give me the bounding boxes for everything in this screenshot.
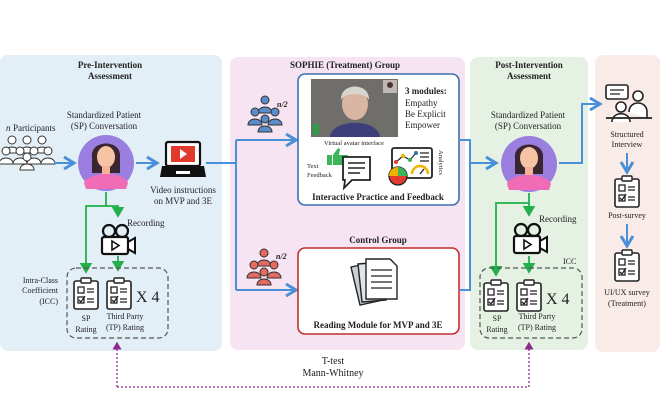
post-patient-avatar-icon [501, 136, 557, 192]
pre-tp-rating-2: (TP) Rating [106, 323, 144, 332]
participants-label: Participants [13, 123, 56, 133]
post-recording-label: Recording [539, 214, 577, 224]
sp-rating-clipboard-icon [73, 277, 99, 310]
post-sp-label-2: (SP) Conversation [495, 121, 562, 131]
laptop-video-icon [160, 140, 206, 177]
post-sp-rating: SP [493, 314, 502, 323]
reading-documents-icon [350, 258, 398, 306]
post-times-four: X 4 [546, 291, 570, 308]
post-tp-rating: Third Party [519, 312, 556, 321]
post-sp-rating-clipboard-icon [483, 279, 509, 312]
uiux-label-2: (Treatment) [608, 299, 646, 308]
pre-sp-rating: SP [82, 314, 91, 323]
virtual-avatar-image [311, 79, 398, 137]
video-label: Video instructions [150, 185, 216, 195]
post-title-2: Assessment [507, 71, 551, 81]
participants-n: n [6, 123, 11, 133]
module-empathy: Empathy [405, 98, 438, 108]
pre-sp-label: Standardized Patient [67, 110, 142, 120]
icc-label-3: (ICC) [39, 297, 58, 306]
post-tp-rating-2: (TP) Rating [518, 323, 556, 332]
text-feedback-label: Text [307, 163, 319, 170]
post-icc-label: ICC [563, 257, 576, 266]
analytics-dashboard-icon [388, 147, 433, 186]
post-title: Post-Intervention [495, 60, 563, 70]
post-sp-rating-2: Rating [486, 325, 507, 334]
modules-title: 3 modules: [405, 86, 447, 96]
pre-times-four: X 4 [136, 289, 160, 306]
pre-sp-rating-2: Rating [75, 325, 96, 334]
interview-label-2: Interview [612, 140, 643, 149]
post-tp-rating-clipboard-icon [516, 279, 542, 312]
uiux-survey-clipboard-icon [614, 249, 640, 282]
icc-label: Intra-Class [23, 276, 58, 285]
mann-whitney-label: Mann-Whitney [302, 368, 363, 379]
text-feedback-bubble-icon [342, 156, 371, 191]
patient-avatar-icon [78, 135, 134, 191]
post-survey-clipboard-icon [614, 175, 640, 208]
control-title: Control Group [349, 235, 406, 245]
control-n: n/2 [276, 252, 287, 261]
treatment-n: n/2 [277, 100, 288, 109]
control-footer: Reading Module for MVP and 3E [313, 320, 442, 330]
pre-recording-label: Recording [127, 218, 165, 228]
treatment-footer: Interactive Practice and Feedback [312, 192, 444, 202]
tp-rating-clipboard-icon [106, 277, 132, 310]
stats-comparison-link [117, 341, 534, 388]
pre-rating-group [66, 267, 169, 339]
treatment-title: SOPHIE (Treatment) Group [290, 60, 400, 70]
video-label-2: on MVP and 3E [154, 196, 212, 206]
post-sp-label: Standardized Patient [491, 110, 566, 120]
module-be-explicit: Be Explicit [405, 109, 446, 119]
pre-tp-rating: Third Party [107, 312, 144, 321]
uiux-label: UI/UX survey [604, 288, 650, 297]
structured-interview-icon [605, 84, 652, 123]
ttest-label: T-test [322, 356, 345, 367]
pre-sp-label-2: (SP) Conversation [71, 121, 138, 131]
interview-label: Structured [610, 130, 643, 139]
pre-intervention-panel [0, 55, 222, 351]
avatar-caption: Virtual avatar interface [324, 140, 384, 147]
post-survey-label: Post-survey [608, 211, 646, 220]
analytics-label: Analytics [437, 150, 444, 175]
pre-title-2: Assessment [88, 71, 132, 81]
post-rating-group [479, 267, 583, 339]
text-feedback-label-2: Feedback [307, 172, 333, 179]
module-empower: Empower [405, 120, 440, 130]
pre-title: Pre-Intervention [78, 60, 142, 70]
icc-label-2: Coefficient [22, 286, 59, 295]
